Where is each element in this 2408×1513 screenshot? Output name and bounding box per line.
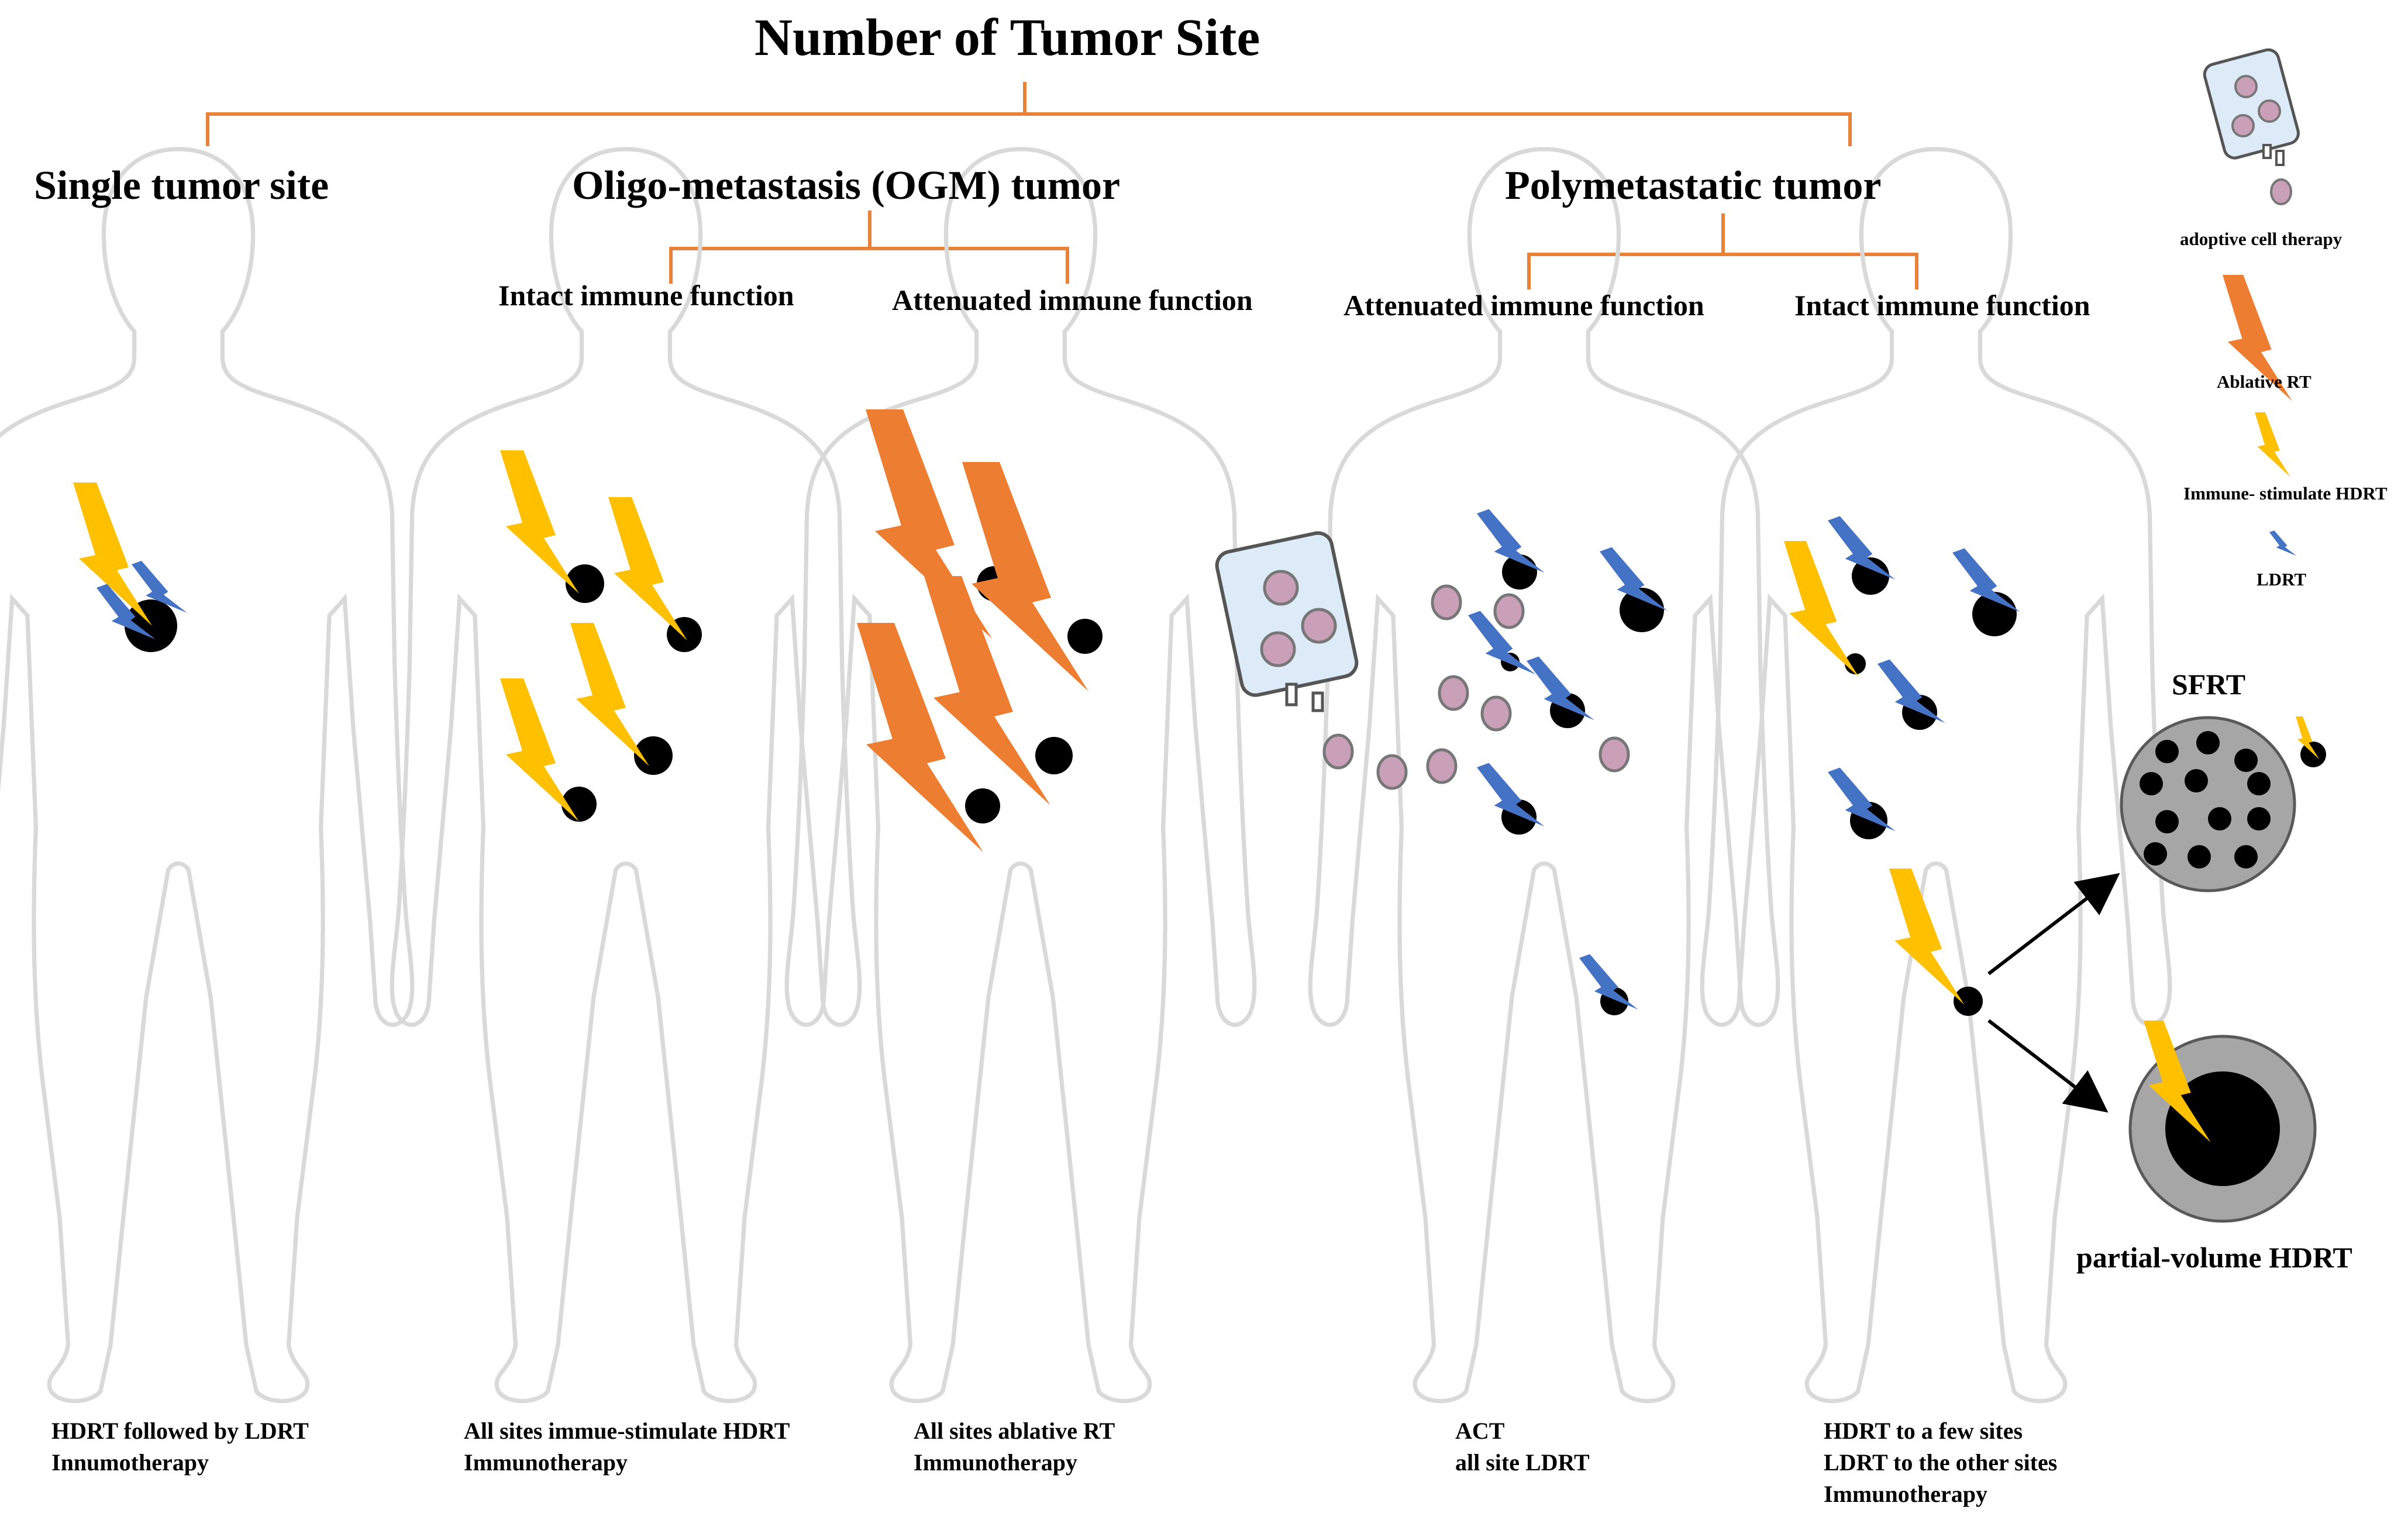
act-cells-panel xyxy=(1322,584,1630,790)
legend-hdrt-icon xyxy=(2255,412,2290,477)
single-tumor xyxy=(125,599,177,652)
caption-line: HDRT followed by LDRT xyxy=(51,1418,309,1444)
ablative-bolt-1 xyxy=(866,409,992,639)
caption-oligo-intact: All sites immue-stimulate HDRT Immunother… xyxy=(464,1415,790,1478)
heading-poly: Polymetastatic tumor xyxy=(1505,163,1882,208)
caption-line: Innumotherapy xyxy=(51,1449,209,1476)
subgroup-poly-intact: Intact immune function xyxy=(1794,289,2090,322)
tumor-oligo-attenuated-4 xyxy=(965,788,1000,823)
tumor-poly-intact-1 xyxy=(1852,557,1889,595)
hdrt-bolt-intact-2 xyxy=(1889,868,1965,1005)
caption-line: Immunotherapy xyxy=(914,1449,1078,1476)
inset-label-sfrt: SFRT xyxy=(2172,668,2246,701)
poly-bracket xyxy=(1527,213,1918,289)
tumor-oligo-attenuated-2 xyxy=(1067,619,1103,654)
body-silhouette-single xyxy=(0,149,412,1401)
body-silhouette-poly-intact xyxy=(1702,149,2170,1401)
act-bag-panel xyxy=(1215,531,1359,712)
legend-label-ldrt: LDRT xyxy=(2257,569,2307,590)
heading-oligo: Oligo-metastasis (OGM) tumor xyxy=(572,163,1121,208)
body-silhouette-oligo-intact xyxy=(392,149,860,1401)
tumor-oligo-intact-1 xyxy=(566,564,604,603)
legend-ldrt-icon xyxy=(2269,526,2297,562)
legend-label-act: adoptive cell therapy xyxy=(2180,229,2342,249)
hdrt-bolt-oligo-1 xyxy=(500,450,579,594)
heading-single: Single tumor site xyxy=(34,163,329,208)
hdrt-bolt-oligo-2 xyxy=(608,497,687,640)
caption-line: All sites immue-stimulate HDRT xyxy=(464,1418,790,1444)
caption-line: Immunotherapy xyxy=(464,1449,628,1476)
legend-act-icon xyxy=(2203,48,2300,205)
subgroup-poly-attenuated: Attenuated immune function xyxy=(1343,289,1704,322)
caption-single: HDRT followed by LDRT Innumotherapy xyxy=(51,1415,309,1478)
subgroup-oligo-intact: Intact immune function xyxy=(498,279,794,312)
caption-line: Immunotherapy xyxy=(1824,1481,1988,1507)
tumor-poly-attenuated-2 xyxy=(1620,588,1664,632)
hdrt-bolt-oligo-3 xyxy=(570,623,649,766)
partial-volume-diagram xyxy=(2128,1021,2317,1223)
inset-label-partial: partial-volume HDRT xyxy=(2076,1241,2352,1274)
arrow-to-partial xyxy=(1987,1019,2109,1113)
caption-line: ACT xyxy=(1455,1418,1505,1444)
tumor-poly-intact-3 xyxy=(1845,653,1866,674)
sfrt-diagram xyxy=(2120,716,2326,892)
caption-line: HDRT to a few sites xyxy=(1824,1418,2023,1444)
oligo-bracket xyxy=(669,211,1069,284)
diagram-title: Number of Tumor Site xyxy=(755,9,1260,67)
legend-label-ablative: Ablative RT xyxy=(2217,371,2311,392)
caption-line: All sites ablative RT xyxy=(914,1418,1115,1444)
caption-oligo-attenuated: All sites ablative RT Immunotherapy xyxy=(914,1415,1115,1478)
subgroup-oligo-attenuated: Attenuated immune function xyxy=(892,284,1253,316)
tumor-poly-intact-6 xyxy=(1954,987,1983,1016)
arrow-to-sfrt xyxy=(1987,873,2120,976)
tumor-oligo-attenuated-3 xyxy=(1035,737,1073,774)
top-bracket xyxy=(206,82,1852,146)
caption-line: LDRT to the other sites xyxy=(1824,1449,2058,1476)
caption-line: all site LDRT xyxy=(1455,1449,1590,1476)
legend-label-hdrt: Immune- stimulate HDRT xyxy=(2183,483,2388,504)
caption-poly-attenuated: ACT all site LDRT xyxy=(1455,1415,1590,1478)
tumor-oligo-intact-3 xyxy=(634,736,673,775)
